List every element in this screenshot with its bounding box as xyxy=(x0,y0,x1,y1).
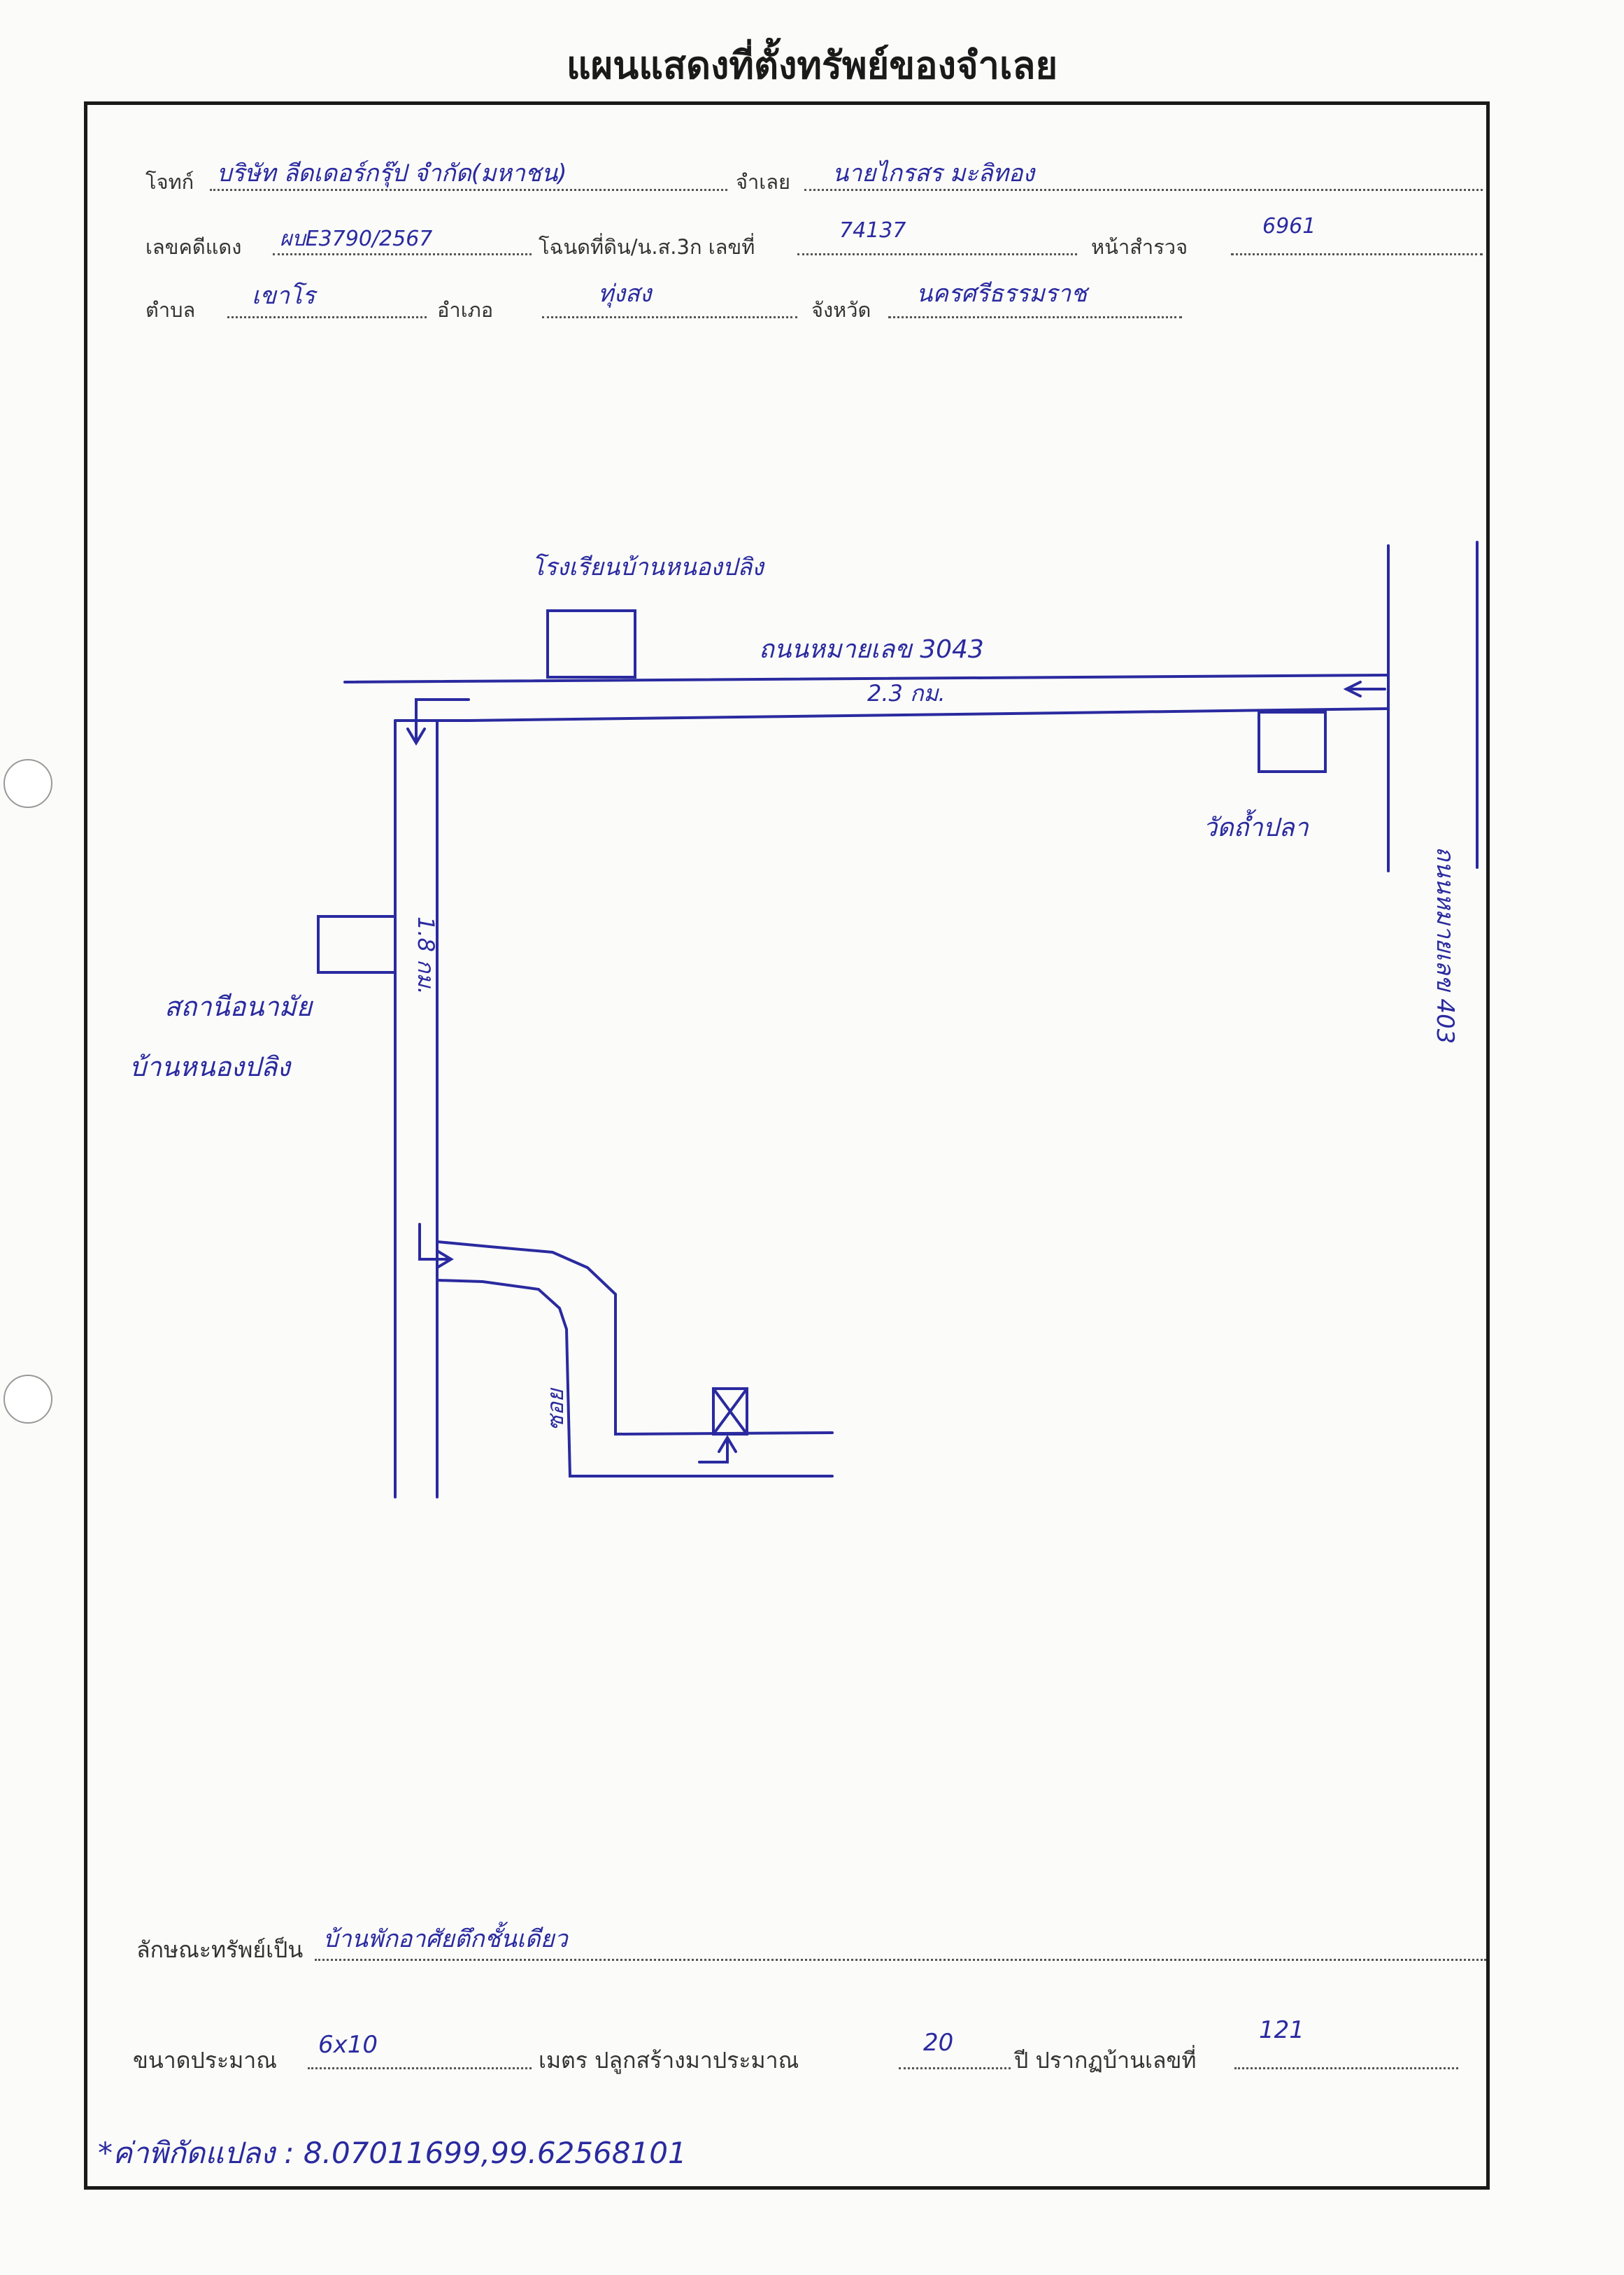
coordinates-note: *ค่าพิกัดแปลง : 8.07011699,99.62568101 xyxy=(98,2136,687,2170)
defendant-value: นายไกรสร มะลิทอง xyxy=(832,160,1034,187)
province-line xyxy=(888,316,1182,318)
road-3043-label: ถนนหมายเลข 3043 xyxy=(759,635,984,664)
distance-top-label: 2.3 กม. xyxy=(867,680,946,707)
arrow-entry-head xyxy=(1343,681,1362,697)
distance-left-label: 1.8 กม. xyxy=(413,916,439,995)
year-label: ปี ปรากฏบ้านเลขที่ xyxy=(1014,2047,1197,2074)
subdistrict-line xyxy=(227,316,427,318)
punch-hole-top xyxy=(3,759,52,808)
subdistrict-label: ตำบล xyxy=(145,298,196,322)
plaintiff-value: บริษัท ลีดเดอร์กรุ๊ป จำกัด(มหาชน) xyxy=(217,160,567,187)
road-403-label: ถนนหมายเลข 403 xyxy=(1431,846,1459,1044)
punch-hole-bottom xyxy=(3,1375,52,1424)
soi-inner-edge xyxy=(436,1279,834,1477)
case-line xyxy=(273,253,532,255)
school-building xyxy=(546,609,636,679)
size-line xyxy=(308,2067,532,2069)
property-arrow xyxy=(698,1438,729,1463)
school-label: โรงเรียนบ้านหนองปลิง xyxy=(532,553,765,581)
village-label: บ้านหนองปลิง xyxy=(129,1051,292,1082)
deed-value: 74137 xyxy=(839,218,906,243)
house-no-value: 121 xyxy=(1259,2016,1304,2044)
defendant-line xyxy=(804,189,1483,191)
defendant-label: จำเลย xyxy=(736,170,790,194)
size-value: 6x10 xyxy=(318,2031,378,2059)
soi-label: ซอย xyxy=(542,1387,569,1431)
district-line xyxy=(542,316,797,318)
survey-label: หน้าสำรวจ xyxy=(1091,235,1188,259)
district-value: ทุ่งสง xyxy=(598,280,652,308)
plaintiff-label: โจทก์ xyxy=(145,170,194,194)
property-label: ลักษณะทรัพย์เป็น xyxy=(136,1936,304,1963)
health-station-building xyxy=(317,915,397,974)
meters-label: เมตร ปลูกสร้างมาประมาณ xyxy=(539,2047,799,2074)
property-value: บ้านพักอาศัยตึกชั้นเดียว xyxy=(323,1925,568,1953)
province-label: จังหวัด xyxy=(811,298,871,322)
temple-label: วัดถ้ำปลา xyxy=(1203,809,1310,842)
subdistrict-value: เขาโร xyxy=(252,282,315,310)
size-label: ขนาดประมาณ xyxy=(133,2047,277,2074)
district-label: อำเภอ xyxy=(437,298,494,322)
road-3043-bottom-edge xyxy=(467,707,1390,722)
survey-value: 6961 xyxy=(1262,214,1316,239)
province-value: นครศรีธรรมราช xyxy=(916,280,1088,308)
page-title: แผนแสดงที่ตั้งทรัพย์ของจำเลย xyxy=(566,43,1058,87)
property-building xyxy=(712,1387,748,1436)
case-label: เลขคดีแดง xyxy=(145,235,242,259)
soi-outer-edge xyxy=(436,1240,834,1436)
survey-line xyxy=(1231,253,1483,255)
turn-arrow-top xyxy=(415,698,470,743)
years-line xyxy=(899,2067,1011,2069)
years-value: 20 xyxy=(923,2029,954,2057)
deed-label: โฉนดที่ดิน/น.ส.3ก เลขที่ xyxy=(539,235,755,259)
document-frame xyxy=(84,101,1490,2190)
deed-line xyxy=(797,253,1077,255)
plaintiff-line xyxy=(210,189,727,191)
temple-building xyxy=(1258,711,1327,773)
road-3043-top-edge xyxy=(343,674,1390,683)
turn-arrow-soi xyxy=(418,1223,449,1261)
case-value: ผบE3790/2567 xyxy=(280,227,433,251)
house-no-line xyxy=(1234,2067,1458,2069)
property-line xyxy=(315,1959,1486,1961)
health-station-label: สถานีอนามัย xyxy=(164,991,314,1022)
